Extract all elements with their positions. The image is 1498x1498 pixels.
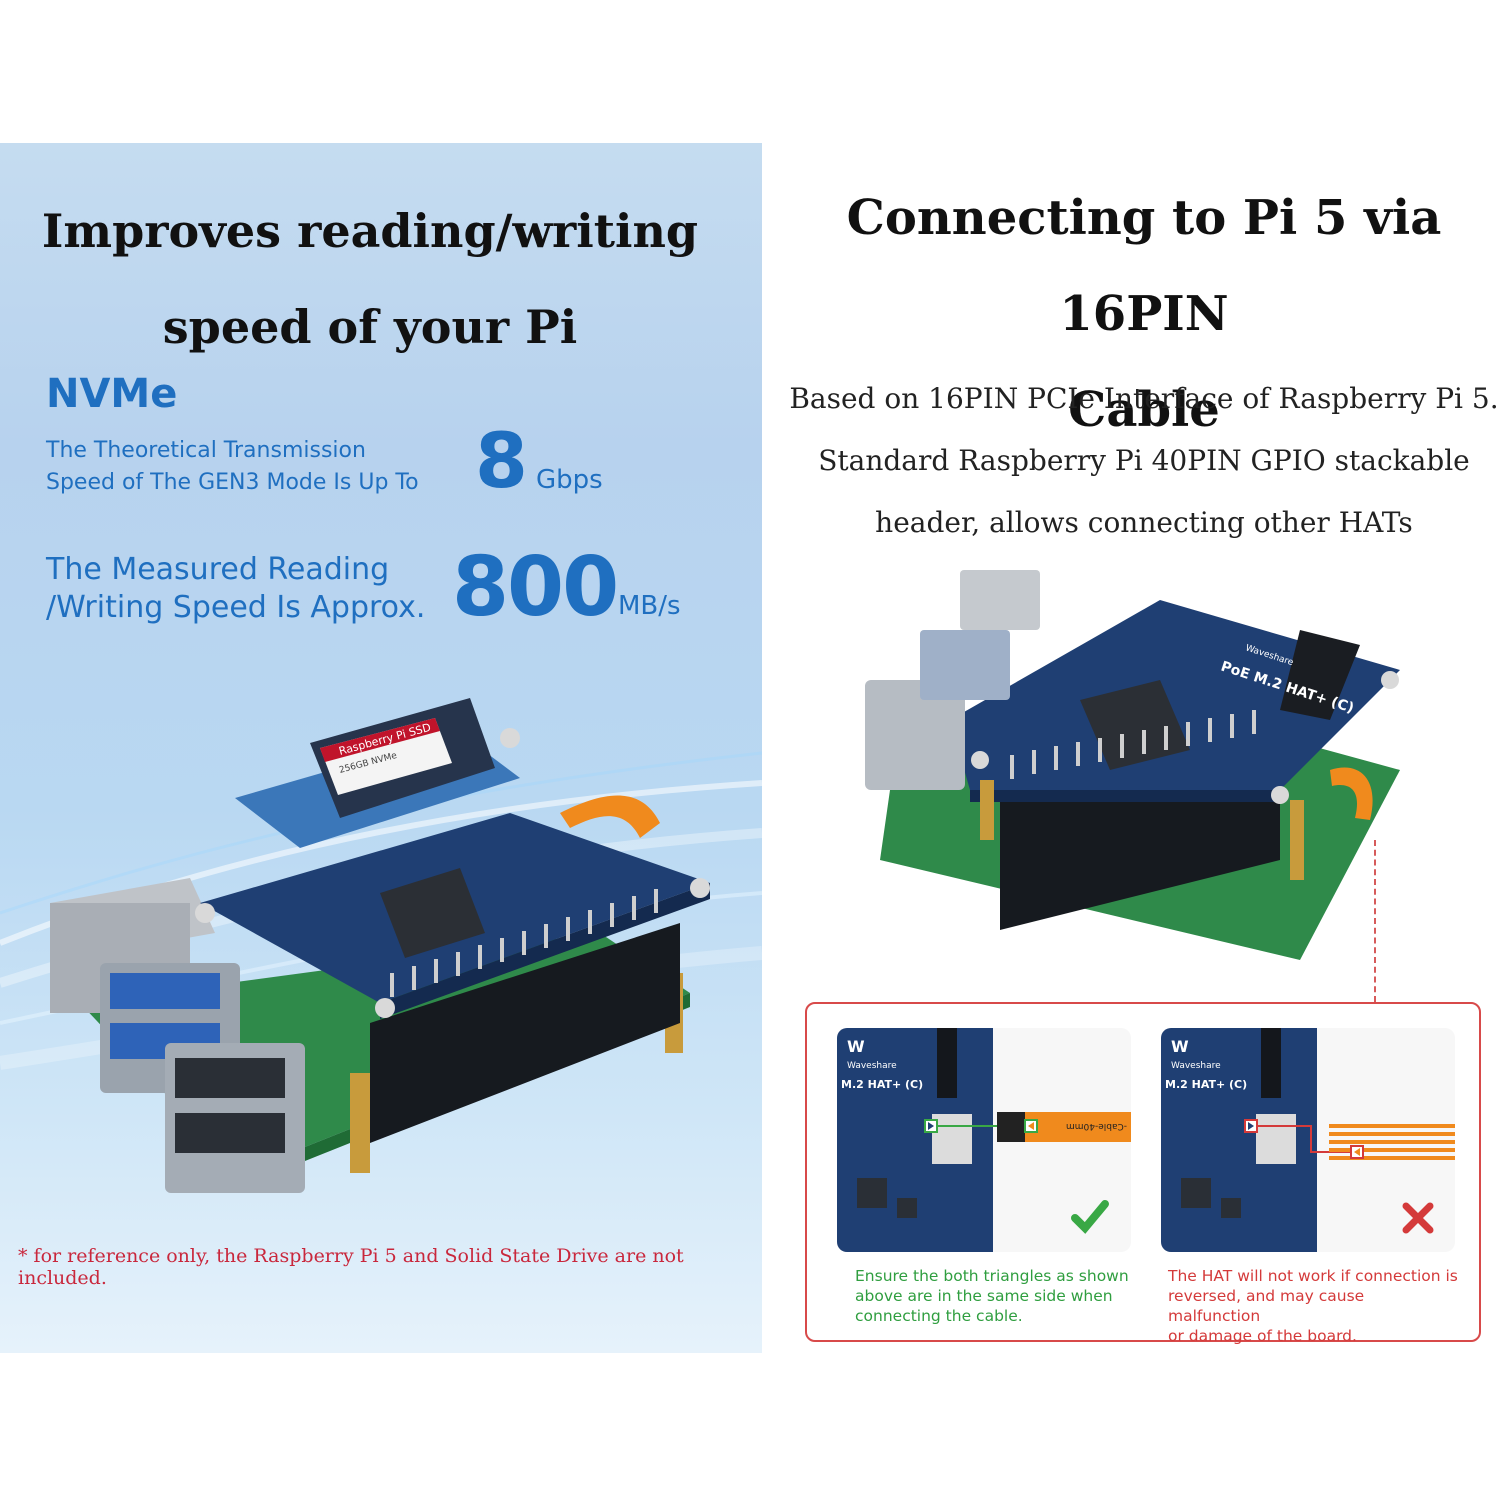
gen3-speed-value: 8 <box>475 416 528 505</box>
right-desc-line1: Based on 16PIN PCIe Interface of Raspber… <box>789 382 1498 415</box>
correct-connection-photo: W Waveshare M.2 HAT+ (C) -Cable-40mm <box>837 1028 1131 1252</box>
bad-panel-board-label: M.2 HAT+ (C) <box>1165 1078 1247 1091</box>
good-caption-line2: above are in the same side when <box>855 1287 1113 1305</box>
right-desc-line3: header, allows connecting other HATs <box>875 506 1413 539</box>
checkmark-icon <box>1071 1200 1109 1234</box>
good-panel-brand: Waveshare <box>847 1061 897 1071</box>
right-title-line1: Connecting to Pi 5 via 16PIN <box>846 190 1442 342</box>
left-promo-panel: Improves reading/writing speed of your P… <box>0 143 762 1353</box>
cross-icon <box>1402 1202 1434 1234</box>
correct-connection-caption: Ensure the both triangles as shown above… <box>855 1266 1145 1326</box>
good-panel-board-label: M.2 HAT+ (C) <box>841 1078 923 1091</box>
left-hat-board-photo: Raspberry Pi SSD 256GB NVMe <box>50 698 710 1193</box>
measured-speed-value: 800 <box>452 540 619 635</box>
disclaimer-note: * for reference only, the Raspberry Pi 5… <box>18 1245 684 1289</box>
right-desc-line2: Standard Raspberry Pi 40PIN GPIO stackab… <box>818 444 1470 477</box>
bad-caption-line1: The HAT will not work if connection is <box>1168 1267 1458 1285</box>
right-title-line2: Cable <box>1068 382 1220 438</box>
left-title: Improves reading/writing speed of your P… <box>0 183 740 375</box>
right-description: Based on 16PIN PCIe Interface of Raspber… <box>780 368 1498 554</box>
bad-caption-line2: reversed, and may cause malfunction <box>1168 1287 1365 1325</box>
measured-line1: The Measured Reading <box>46 552 390 587</box>
measured-speed-unit: MB/s <box>618 591 681 621</box>
bad-caption-line3: or damage of the board. <box>1168 1327 1357 1345</box>
svg-text:W: W <box>847 1037 865 1056</box>
measured-description: The Measured Reading /Writing Speed Is A… <box>46 551 425 627</box>
reversed-connection-photo: W Waveshare M.2 HAT+ (C) <box>1161 1028 1455 1252</box>
nvme-heading: NVMe <box>46 371 178 417</box>
svg-text:W: W <box>1171 1037 1189 1056</box>
right-title: Connecting to Pi 5 via 16PIN Cable <box>780 170 1498 458</box>
reversed-connection-caption: The HAT will not work if connection is r… <box>1168 1266 1458 1346</box>
gen3-line2: Speed of The GEN3 Mode Is Up To <box>46 470 419 495</box>
callout-connector <box>1374 840 1376 1002</box>
right-hat-board-photo: PoE M.2 HAT+ (C) Waveshare <box>865 570 1400 960</box>
cable-orientation-callout: W Waveshare M.2 HAT+ (C) -Cable-40mm Ens… <box>805 1002 1481 1345</box>
gen3-line1: The Theoretical Transmission <box>46 438 366 463</box>
gen3-speed-unit: Gbps <box>536 465 603 495</box>
good-panel-cable-label: -Cable-40mm <box>1066 1121 1127 1131</box>
good-caption-line3: connecting the cable. <box>855 1307 1023 1325</box>
good-caption-line1: Ensure the both triangles as shown <box>855 1267 1129 1285</box>
left-title-line1: Improves reading/writing <box>41 204 699 258</box>
gen3-description: The Theoretical Transmission Speed of Th… <box>46 435 419 499</box>
left-title-line2: speed of your Pi <box>162 300 578 354</box>
bad-panel-brand: Waveshare <box>1171 1061 1221 1071</box>
measured-line2: /Writing Speed Is Approx. <box>46 590 426 625</box>
